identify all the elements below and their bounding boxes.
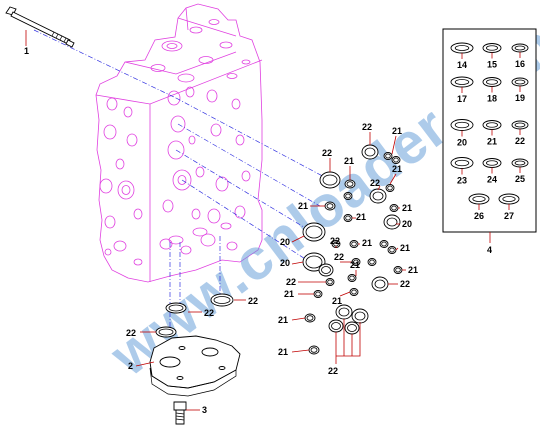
oring-icon [498, 193, 520, 205]
label-22-h: 22 [334, 252, 344, 262]
kit-item-23: 23 [450, 157, 474, 186]
label-21-n: 21 [278, 347, 288, 357]
kit-item-label: 16 [515, 59, 525, 69]
kit-item-22: 22 [511, 120, 529, 146]
kit-item-label: 27 [504, 211, 514, 221]
label-22-a: 22 [204, 308, 214, 318]
oring-inner [514, 122, 526, 128]
kit-item-21: 21 [482, 120, 502, 147]
oring-inner [514, 45, 526, 51]
label-22-d: 22 [322, 148, 332, 158]
kit-item-20: 20 [450, 119, 474, 148]
label-20-a: 20 [280, 237, 290, 247]
oring-icon [482, 158, 502, 168]
callout-kit: 4 [487, 245, 492, 255]
label-22-f: 22 [370, 178, 380, 188]
kit-item-label: 23 [457, 176, 467, 186]
oring-inner [454, 79, 470, 85]
kit-item-label: 19 [515, 93, 525, 103]
kit-item-label: 22 [515, 136, 525, 146]
label-22-g: 22 [330, 236, 340, 246]
kit-item-25: 25 [511, 158, 529, 184]
kit-item-label: 20 [457, 138, 467, 148]
kit-item-19: 19 [511, 77, 529, 103]
cover-plate [149, 335, 241, 397]
oring-icon [482, 120, 502, 130]
callout-cover: 2 [128, 361, 133, 371]
label-20-b: 20 [402, 219, 412, 229]
kit-item-26: 26 [468, 193, 490, 221]
kit-item-label: 21 [487, 137, 497, 147]
oring-icon [511, 43, 529, 53]
label-21-m: 21 [278, 315, 288, 325]
label-21-c: 21 [392, 164, 402, 174]
oring-icon [511, 77, 529, 87]
kit-item-15: 15 [482, 43, 502, 70]
oring-inner [514, 79, 526, 85]
oring-inner [514, 160, 526, 166]
label-21-b: 21 [344, 156, 354, 166]
label-20-c: 20 [280, 258, 290, 268]
label-22-k: 22 [328, 366, 338, 376]
label-21-h: 21 [400, 243, 410, 253]
oring-inner [454, 159, 470, 167]
oring-icon [450, 157, 474, 169]
label-21-a: 21 [392, 126, 402, 136]
kit-item-27: 27 [498, 193, 520, 221]
label-22-j: 22 [400, 279, 410, 289]
bolt-part [5, 6, 75, 48]
label-22-c: 22 [126, 328, 136, 338]
label-22-e: 22 [362, 122, 372, 132]
label-21-i: 21 [408, 265, 418, 275]
label-21-k: 21 [284, 289, 294, 299]
callout-screw: 3 [202, 405, 207, 415]
kit-item-label: 25 [515, 174, 525, 184]
kit-item-17: 17 [450, 76, 474, 104]
bottom-orings [155, 293, 234, 338]
oring-inner [486, 79, 498, 85]
label-21-e: 21 [356, 212, 366, 222]
oring-icon [511, 158, 529, 168]
kit-item-label: 26 [474, 211, 484, 221]
label-21-d: 21 [298, 201, 308, 211]
oring-inner [454, 121, 470, 129]
oring-inner [486, 45, 498, 51]
oring-icon [450, 76, 474, 88]
kit-item-label: 24 [487, 175, 497, 185]
kit-item-label: 17 [457, 94, 467, 104]
kit-item-label: 14 [457, 60, 467, 70]
oring-icon [450, 42, 474, 54]
callout-bolt: 1 [24, 46, 29, 56]
screw-part [173, 401, 187, 425]
oring-inner [472, 196, 486, 202]
oring-icon [468, 193, 490, 205]
label-21-g: 21 [362, 238, 372, 248]
kit-item-16: 16 [511, 43, 529, 69]
kit-item-label: 18 [487, 94, 497, 104]
seal-kit-items: 14 15 16 17 18 19 20 21 22 23 24 25 26 27 [450, 42, 529, 221]
label-22-i: 22 [286, 277, 296, 287]
oring-inner [486, 122, 498, 128]
cluster-leaders [291, 132, 406, 364]
kit-item-18: 18 [482, 77, 502, 104]
oring-icon [511, 120, 529, 130]
label-21-l: 21 [332, 296, 342, 306]
kit-item-label: 15 [487, 60, 497, 70]
label-22-b: 22 [248, 296, 258, 306]
oring-inner [486, 160, 498, 166]
oring-icon [450, 119, 474, 131]
valve-body [95, 3, 263, 283]
oring-inner [454, 45, 470, 51]
oring-inner [502, 196, 516, 202]
label-21-f: 21 [402, 203, 412, 213]
kit-item-14: 14 [450, 42, 474, 70]
oring-icon [482, 43, 502, 53]
oring-icon [482, 77, 502, 87]
label-21-j: 21 [350, 260, 360, 270]
kit-item-24: 24 [482, 158, 502, 185]
